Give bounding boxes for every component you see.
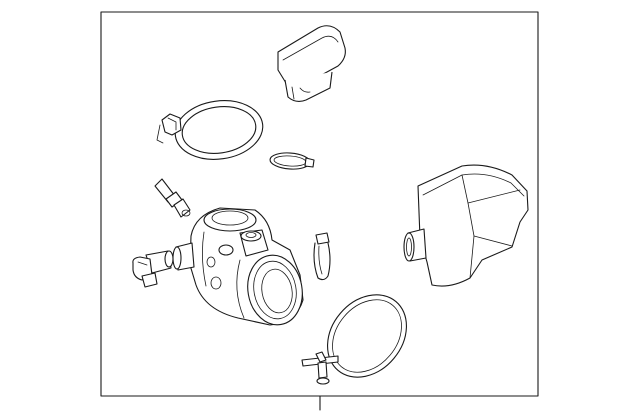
intake-cover-cap: [277, 25, 346, 103]
elbow-fitting: [132, 250, 174, 288]
air-resonator-box: [403, 164, 529, 287]
diagram-frame: [100, 11, 539, 411]
seal-ring: [327, 294, 407, 378]
throttle-body: [172, 207, 304, 326]
small-hose-clamp: [269, 152, 315, 170]
sensor-connector: [154, 178, 191, 218]
large-hose-clamp: [156, 100, 264, 160]
mounting-bolt: [301, 351, 339, 385]
spring-clip: [313, 232, 331, 281]
